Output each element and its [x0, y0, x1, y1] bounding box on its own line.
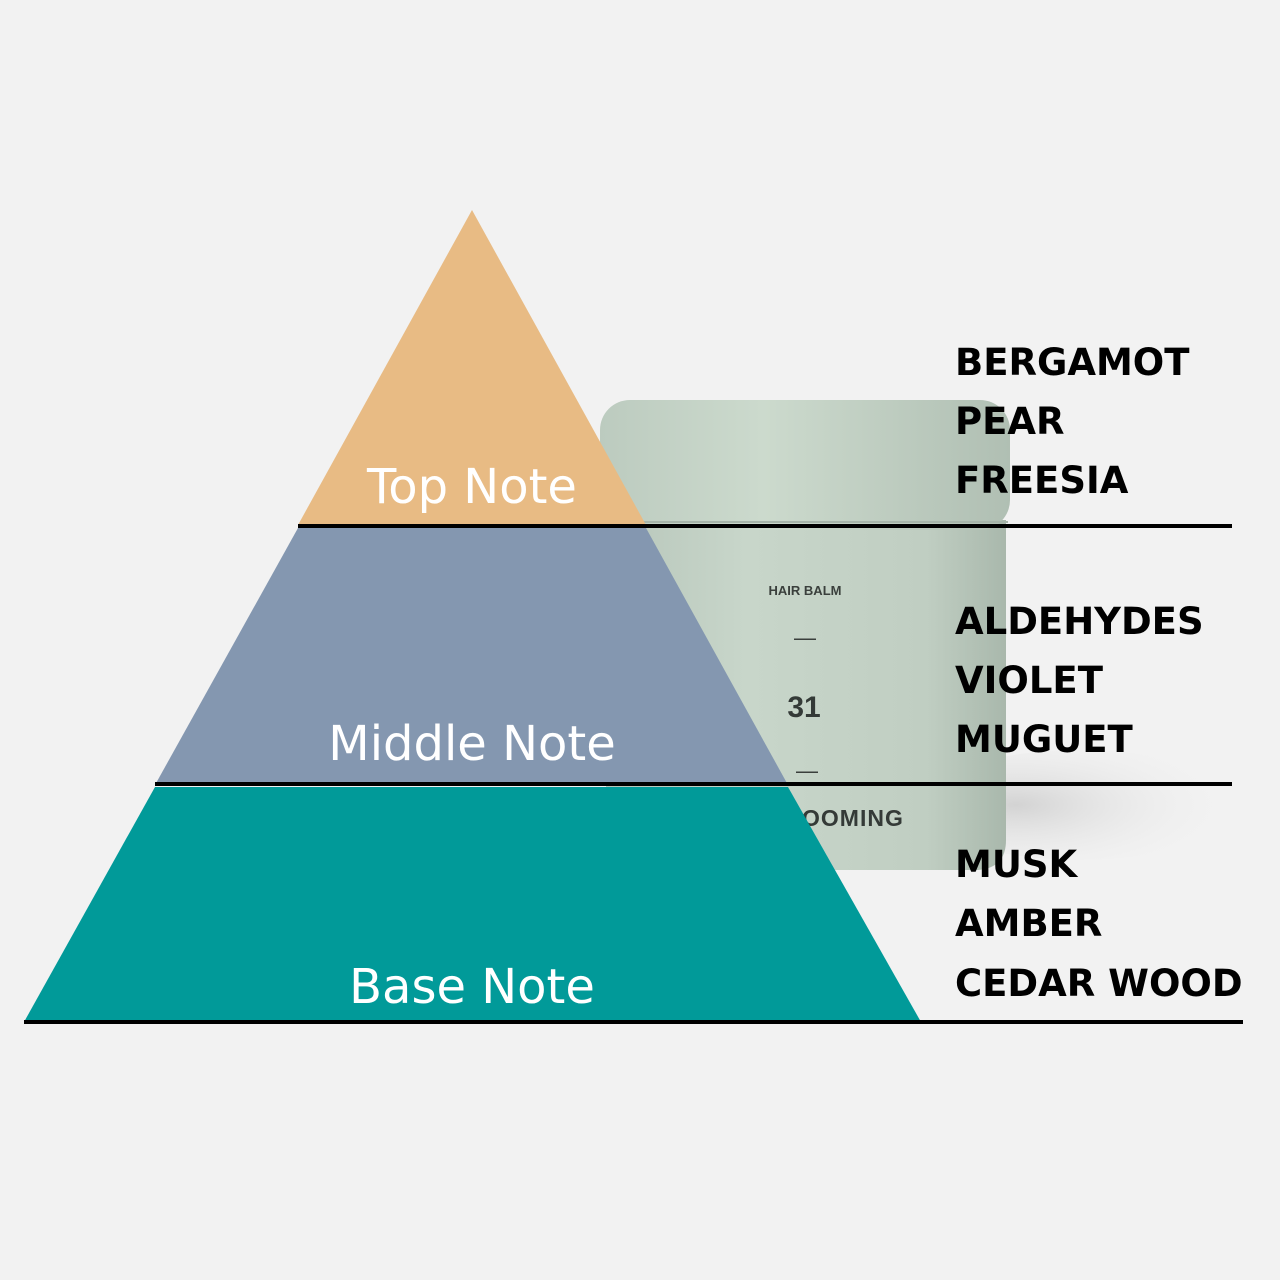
jar-lid	[600, 400, 1010, 530]
jar-product-name: HAIR BALM	[769, 583, 842, 598]
base-note-label: Base Note	[349, 959, 595, 1015]
jar-dash-bottom: —	[796, 758, 818, 783]
note-item: CEDAR WOOD	[955, 962, 1243, 1005]
top-note-label: Top Note	[366, 459, 577, 515]
middle-note-layer	[155, 528, 788, 785]
note-item: VIOLET	[955, 659, 1104, 702]
base-note-layer	[24, 787, 921, 1022]
middle-note-label: Middle Note	[328, 716, 615, 772]
note-item: PEAR	[955, 400, 1065, 443]
middle-notes-list: ALDEHYDES VIOLET MUGUET	[955, 600, 1204, 761]
note-item: MUSK	[955, 843, 1079, 886]
note-item: AMBER	[955, 902, 1102, 945]
jar-brand: OOMING	[802, 805, 904, 831]
note-item: BERGAMOT	[955, 341, 1190, 384]
note-item: MUGUET	[955, 718, 1134, 761]
note-item: ALDEHYDES	[955, 600, 1204, 643]
top-note-layer	[298, 210, 646, 525]
note-item: FREESIA	[955, 459, 1129, 502]
base-notes-list: MUSK AMBER CEDAR WOOD	[955, 843, 1243, 1005]
jar-number: 31	[787, 691, 820, 724]
jar-dash-top: —	[794, 625, 816, 650]
top-notes-list: BERGAMOT PEAR FREESIA	[955, 341, 1190, 502]
